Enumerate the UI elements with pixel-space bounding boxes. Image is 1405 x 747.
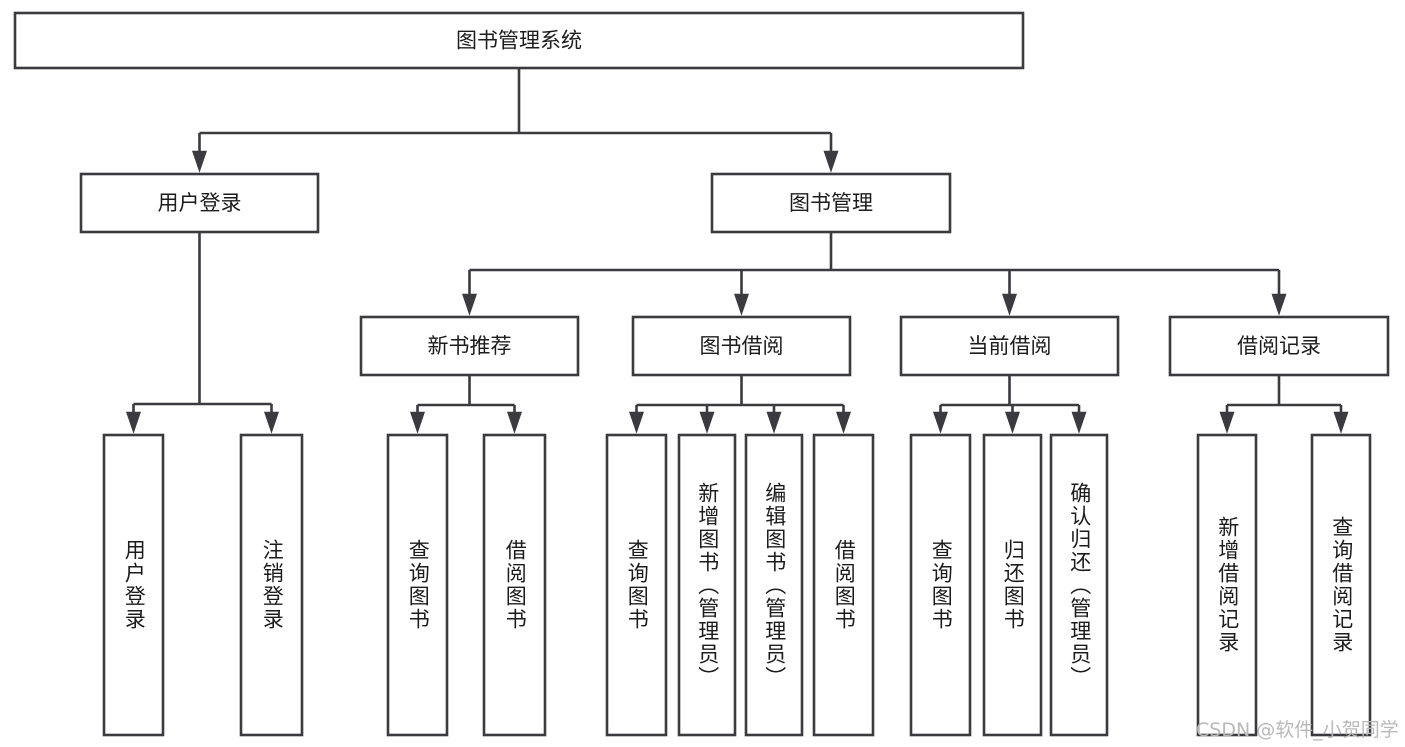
node-box-leaf-add-book[interactable] bbox=[677, 433, 737, 737]
node-box-root[interactable] bbox=[13, 11, 1025, 70]
arrow-head-icon bbox=[410, 411, 425, 434]
watermark-text: CSDN @软件_小贺同学 bbox=[1196, 719, 1399, 741]
node-box-leaf-borrow-book-1[interactable] bbox=[482, 433, 547, 737]
node-box-leaf-add-record[interactable] bbox=[1196, 433, 1258, 737]
arrow-head-icon bbox=[1333, 411, 1349, 434]
node-label-newbook: 新书推荐 bbox=[428, 334, 512, 358]
arrow-head-icon bbox=[766, 411, 782, 434]
node-box-leaf-confirm-return[interactable] bbox=[1049, 433, 1109, 737]
node-box-records[interactable] bbox=[1168, 315, 1390, 377]
arrow-head-icon bbox=[933, 411, 948, 434]
node-box-leaf-query-record[interactable] bbox=[1310, 433, 1372, 737]
arrow-head-icon bbox=[264, 411, 279, 434]
node-label-current: 当前借阅 bbox=[968, 334, 1052, 358]
node-box-leaf-edit-book[interactable] bbox=[744, 433, 804, 737]
node-box-bookmgmt[interactable] bbox=[710, 172, 952, 234]
node-label-bookmgmt: 图书管理 bbox=[789, 191, 873, 215]
arrow-head-icon bbox=[823, 150, 839, 173]
node-box-leaf-user-login[interactable] bbox=[102, 433, 165, 737]
nodes-layer bbox=[13, 11, 1390, 737]
arrow-head-icon bbox=[836, 411, 851, 434]
arrow-head-icon bbox=[192, 150, 207, 173]
arrow-head-icon bbox=[1271, 293, 1287, 316]
arrow-head-icon bbox=[1071, 411, 1087, 434]
node-label-borrow: 图书借阅 bbox=[700, 334, 784, 358]
arrow-head-icon bbox=[1219, 411, 1235, 434]
arrow-head-icon bbox=[126, 411, 141, 434]
arrow-head-icon bbox=[507, 411, 522, 434]
edges-layer bbox=[126, 68, 1349, 434]
node-box-newbook[interactable] bbox=[359, 315, 580, 377]
node-label-records: 借阅记录 bbox=[1237, 334, 1321, 358]
node-box-borrow[interactable] bbox=[631, 315, 852, 377]
arrow-head-icon bbox=[734, 293, 749, 316]
node-box-leaf-logout[interactable] bbox=[239, 433, 304, 737]
arrow-head-icon bbox=[699, 411, 715, 434]
arrow-head-icon bbox=[462, 293, 477, 316]
node-box-leaf-query-book-1[interactable] bbox=[386, 433, 449, 737]
node-box-leaf-query-book-2[interactable] bbox=[605, 433, 668, 737]
arrow-head-icon bbox=[629, 411, 644, 434]
node-label-root: 图书管理系统 bbox=[456, 29, 582, 53]
node-box-leaf-borrow-book-2[interactable] bbox=[812, 433, 875, 737]
arrow-head-icon bbox=[1005, 411, 1020, 434]
arrow-head-icon bbox=[1002, 293, 1017, 316]
node-box-leaf-query-book-3[interactable] bbox=[909, 433, 972, 737]
node-box-current[interactable] bbox=[899, 315, 1120, 377]
node-box-leaf-return-book[interactable] bbox=[982, 433, 1043, 737]
node-box-login[interactable] bbox=[79, 172, 320, 234]
node-label-login: 用户登录 bbox=[158, 191, 242, 215]
